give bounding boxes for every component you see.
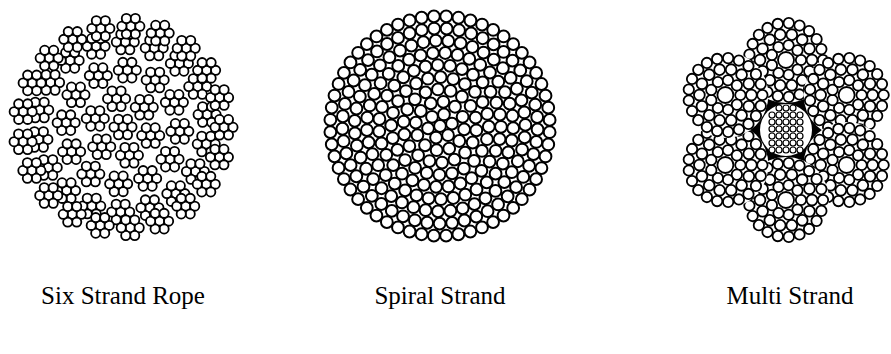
six-strand-rope-section [9, 14, 237, 240]
section-label: Spiral Strand [374, 282, 505, 310]
spiral-strand-section [324, 10, 555, 241]
section-label: Six Strand Rope [41, 282, 205, 310]
section-label: Multi Strand [726, 282, 853, 310]
multi-strand-section [682, 17, 889, 243]
